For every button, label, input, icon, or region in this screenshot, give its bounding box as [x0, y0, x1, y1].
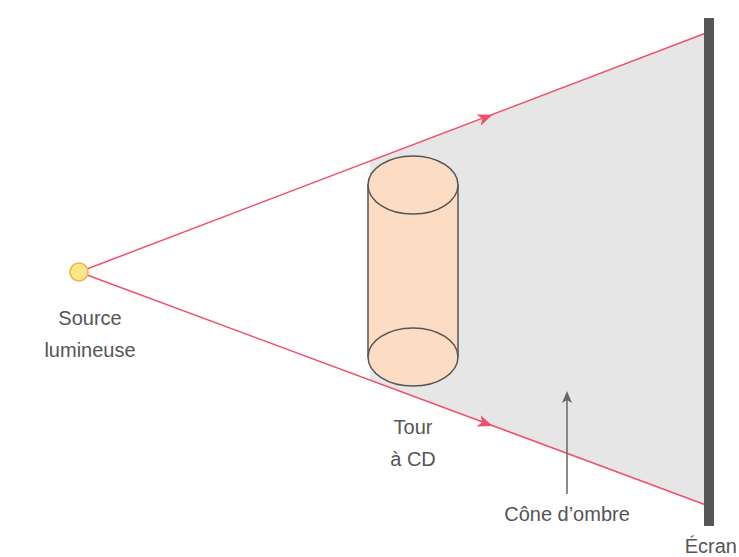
screen: [704, 18, 714, 526]
ray-arrowhead: [476, 415, 494, 431]
leader-arrowhead: [562, 391, 572, 403]
screen-label: Écran: [667, 530, 737, 557]
cd-tower: [368, 156, 458, 386]
source-label: Source lumineuse: [30, 302, 150, 366]
shadow-label: Cône d’ombre: [467, 498, 667, 530]
part-label: Tour à CD: [387, 411, 439, 475]
light-source: [70, 263, 88, 281]
ray-arrowhead: [476, 109, 494, 126]
leader-arrow: [566, 400, 568, 494]
